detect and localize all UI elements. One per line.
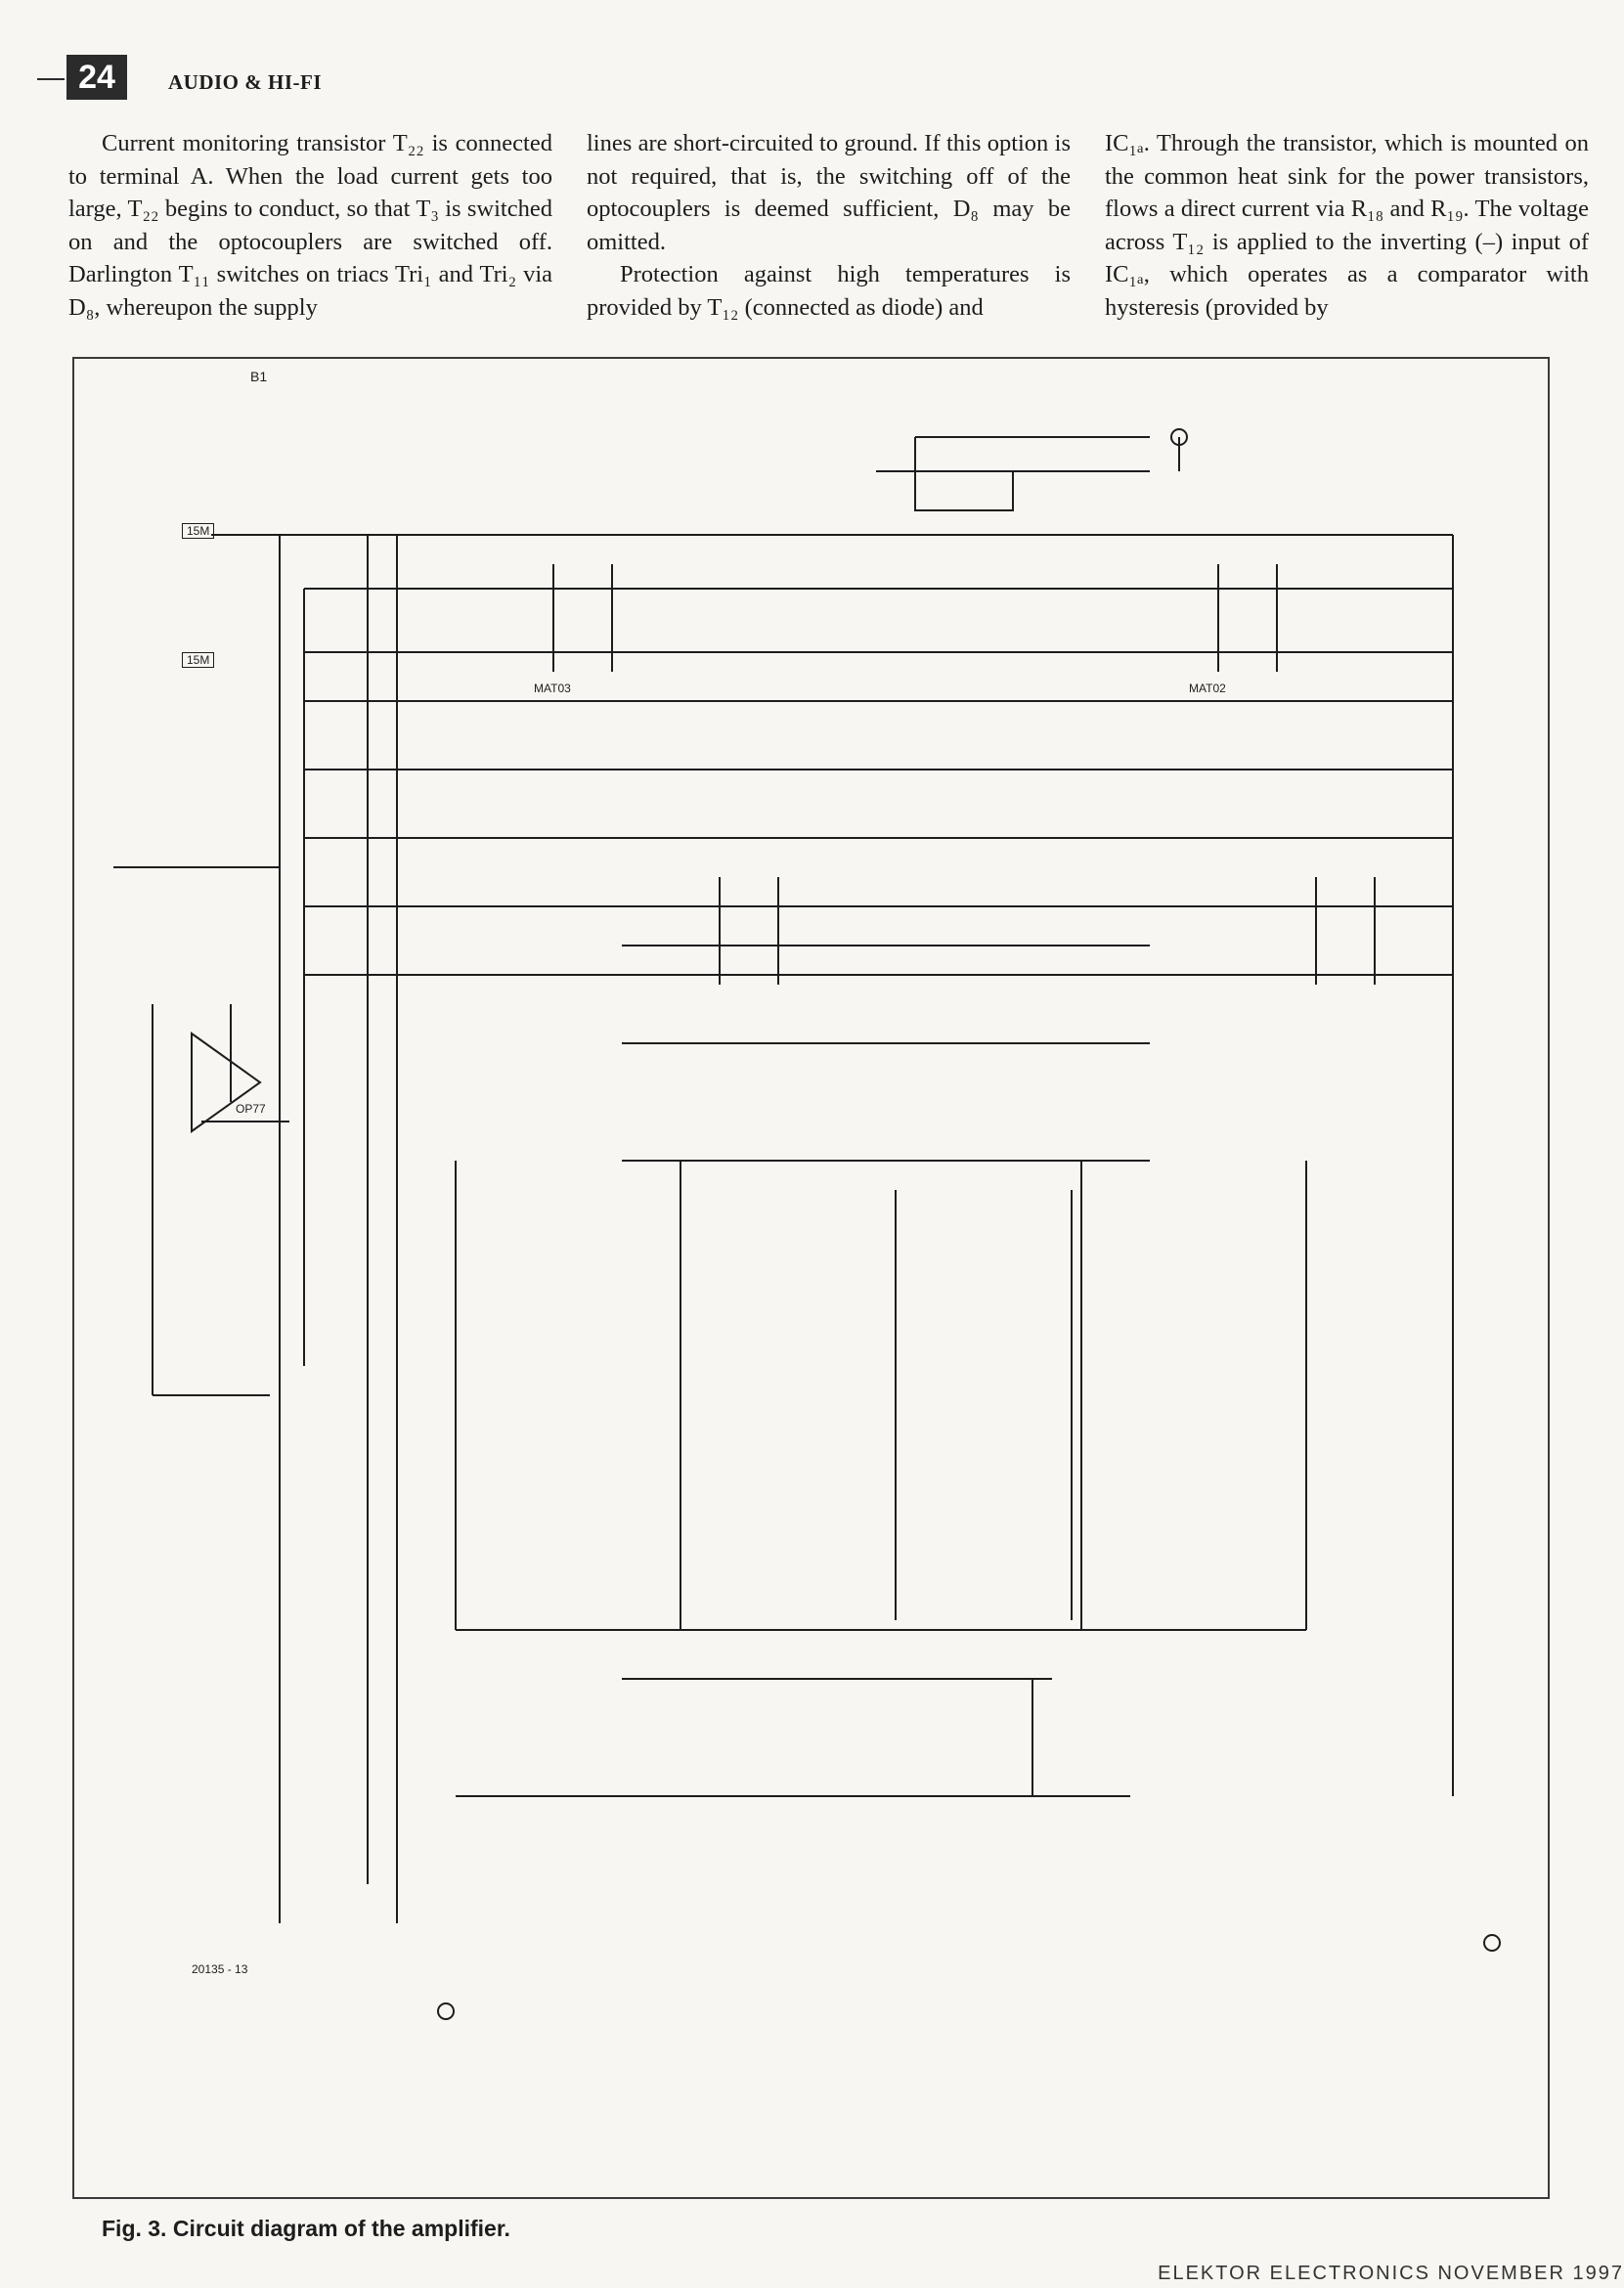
- circuit-diagram: B1 15M 15M MAT03 MAT02 OP77 20135 - 13: [72, 357, 1550, 2199]
- paragraph: Current monitoring transistor T₂₂ is con…: [68, 130, 552, 321]
- k1-label: B1: [250, 369, 268, 384]
- text-column-3: IC₁ₐ. Through the transistor, which is m…: [1105, 127, 1589, 324]
- text-column-1: Current monitoring transistor T₂₂ is con…: [68, 127, 552, 324]
- t3-type: MAT03: [534, 682, 571, 695]
- r54-value: 15M: [182, 523, 215, 539]
- section-title: AUDIO & HI-FI: [168, 70, 322, 94]
- paragraph: Protection against high temperatures is …: [587, 261, 1071, 321]
- text-column-2: lines are short-circuited to ground. If …: [587, 127, 1071, 324]
- paragraph: lines are short-circuited to ground. If …: [587, 130, 1071, 255]
- drawing-number: 20135 - 13: [192, 1962, 248, 1976]
- t1-type: MAT02: [1189, 682, 1226, 695]
- page-number: 24: [66, 55, 127, 100]
- r73-value: 15M: [182, 652, 215, 668]
- k1-input-terminal: [1170, 428, 1188, 446]
- page-footer: ELEKTOR ELECTRONICS NOVEMBER 1997: [1158, 2263, 1624, 2284]
- plus-15v-terminal: [1483, 1934, 1501, 1952]
- page-tick: [37, 78, 65, 80]
- schematic-svg: [113, 428, 1501, 2020]
- ic3-label: OP77: [236, 1102, 266, 1116]
- paragraph: IC₁ₐ. Through the transistor, which is m…: [1105, 130, 1589, 321]
- figure-caption: Fig. 3. Circuit diagram of the amplifier…: [102, 2216, 510, 2241]
- output-zero-terminal: [437, 2002, 455, 2020]
